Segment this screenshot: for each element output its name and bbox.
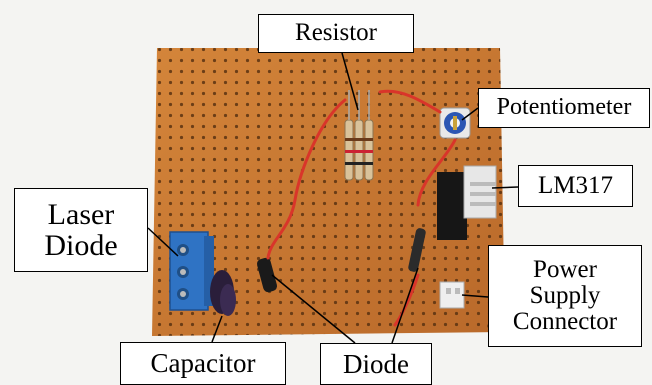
diode-label: Diode: [320, 343, 432, 385]
power-connector-component: [439, 281, 465, 309]
lm317-component: [437, 165, 497, 240]
terminal-block: [169, 231, 214, 311]
lm317-label: LM317: [518, 165, 633, 207]
potentiometer-component: [439, 107, 471, 139]
resistor-label: Resistor: [258, 14, 414, 53]
diode-component-2: [408, 228, 426, 272]
power-supply-connector-label: Power Supply Connector: [488, 245, 642, 347]
capacitor-label: Capacitor: [120, 342, 286, 385]
potentiometer-label: Potentiometer: [478, 88, 650, 128]
capacitor-component: [210, 270, 236, 316]
laser-diode-label: Laser Diode: [14, 188, 148, 272]
leader-lines: [147, 52, 519, 344]
red-wires: [266, 89, 457, 327]
diode-component-1: [256, 257, 278, 293]
resistor-component: [344, 90, 374, 181]
